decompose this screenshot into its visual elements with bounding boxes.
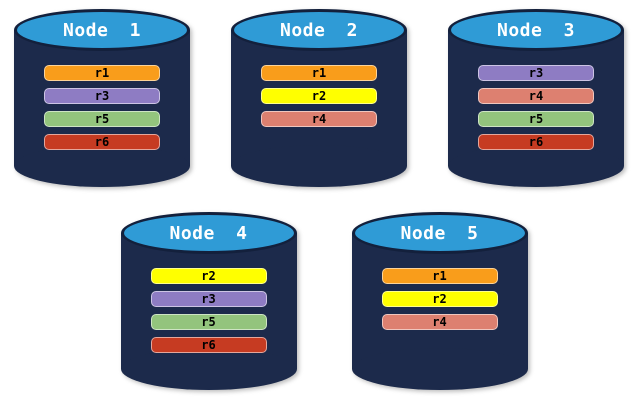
node-row-top: r1 r3 r5 r6 Node 1 r1 r2 r4 Node 2 r3 r4 r5 r6 N… [0, 9, 638, 187]
replica-bar-r4: r4 [381, 314, 498, 330]
replica-bar-r2: r2 [381, 291, 498, 307]
replica-label: r2 [201, 269, 216, 283]
node-title: Node 5 [400, 222, 479, 244]
replica-label: r2 [432, 292, 447, 306]
node-title: Node 3 [496, 19, 576, 41]
replica-label: r6 [201, 338, 216, 352]
replica-bar-r4: r4 [261, 111, 377, 127]
replica-list: r1 r3 r5 r6 [44, 65, 160, 150]
replica-bar-r6: r6 [44, 134, 160, 150]
replica-bar-r5: r5 [150, 314, 267, 330]
cylinder-bottom-cap [448, 145, 624, 187]
database-node-2: r1 r2 r4 Node 2 [231, 9, 407, 187]
replica-label: r3 [94, 89, 110, 103]
replica-bar-r6: r6 [150, 337, 267, 353]
cylinder-bottom-cap [231, 145, 407, 187]
database-node-1: r1 r3 r5 r6 Node 1 [14, 9, 190, 187]
replica-bar-r3: r3 [478, 65, 594, 81]
cylinder-top-cap: Node 2 [231, 9, 407, 51]
cylinder-bottom-cap [351, 348, 528, 390]
cylinder-top-cap: Node 3 [448, 9, 624, 51]
replica-label: r1 [311, 66, 327, 80]
replica-list: r1 r2 r4 [381, 268, 498, 330]
replica-label: r4 [528, 89, 544, 103]
replica-label: r4 [432, 315, 447, 329]
replica-label: r1 [432, 269, 447, 283]
database-node-3: r3 r4 r5 r6 Node 3 [448, 9, 624, 187]
replica-label: r4 [311, 112, 327, 126]
replica-label: r6 [528, 135, 544, 149]
replica-bar-r1: r1 [44, 65, 160, 81]
cylinder-top-cap: Node 4 [120, 212, 297, 254]
replica-label: r5 [528, 112, 544, 126]
replica-label: r3 [201, 292, 216, 306]
database-node-4: r2 r3 r5 r6 Node 4 [120, 212, 297, 390]
replica-bar-r5: r5 [478, 111, 594, 127]
replica-bar-r2: r2 [261, 88, 377, 104]
replica-bar-r1: r1 [381, 268, 498, 284]
replica-bar-r5: r5 [44, 111, 160, 127]
replica-bar-r6: r6 [478, 134, 594, 150]
replica-bar-r3: r3 [44, 88, 160, 104]
replica-label: r1 [94, 66, 110, 80]
node-title: Node 4 [169, 222, 248, 244]
replica-bar-r1: r1 [261, 65, 377, 81]
database-node-5: r1 r2 r4 Node 5 [351, 212, 528, 390]
replica-bar-r2: r2 [150, 268, 267, 284]
cylinder-bottom-cap [120, 348, 297, 390]
node-row-bottom: r2 r3 r5 r6 Node 4 r1 r2 r4 Node 5 [10, 212, 638, 390]
node-title: Node 2 [279, 19, 359, 41]
cylinder-bottom-cap [14, 145, 190, 187]
replica-list: r1 r2 r4 [261, 65, 377, 127]
replica-label: r5 [94, 112, 110, 126]
cylinder-top-cap: Node 5 [351, 212, 528, 254]
cylinder-top-cap: Node 1 [14, 9, 190, 51]
replica-list: r2 r3 r5 r6 [150, 268, 267, 353]
replica-label: r5 [201, 315, 216, 329]
replica-label: r2 [311, 89, 327, 103]
replica-label: r3 [528, 66, 544, 80]
replica-bar-r3: r3 [150, 291, 267, 307]
replica-list: r3 r4 r5 r6 [478, 65, 594, 150]
replica-label: r6 [94, 135, 110, 149]
replica-bar-r4: r4 [478, 88, 594, 104]
node-title: Node 1 [62, 19, 142, 41]
